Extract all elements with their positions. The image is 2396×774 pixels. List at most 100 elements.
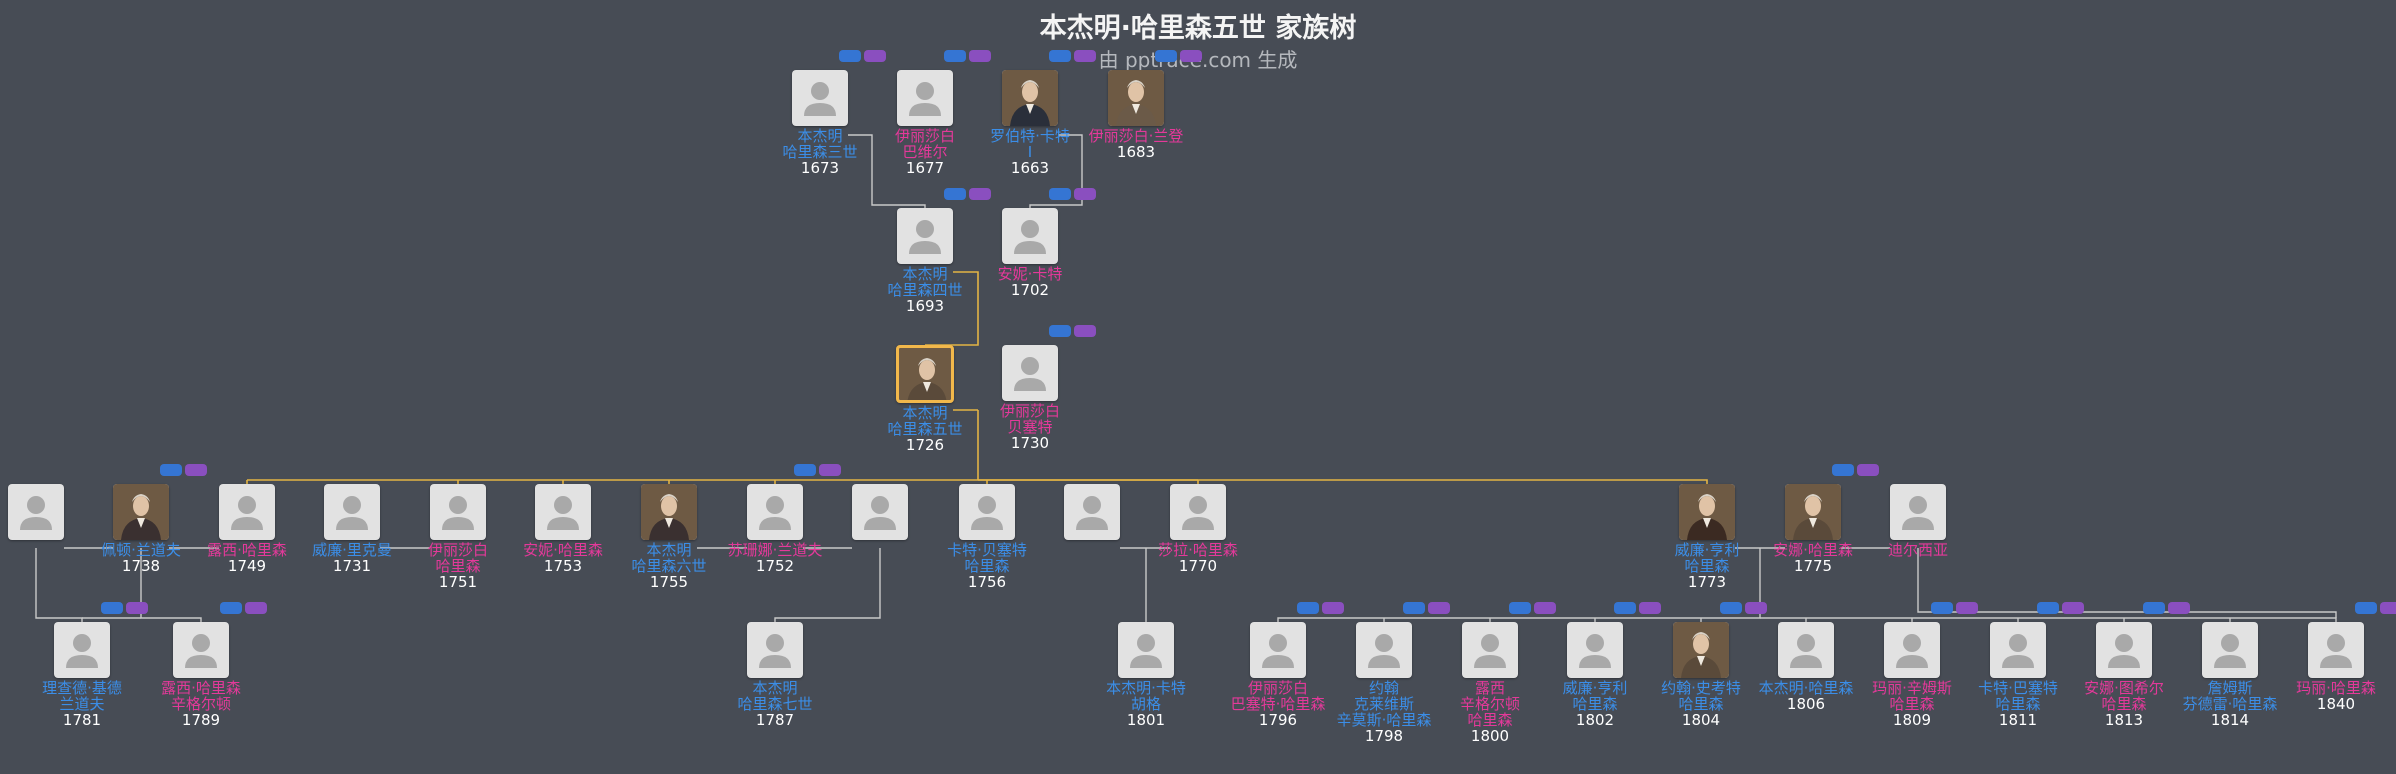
expand-spouse-button[interactable] (819, 464, 841, 476)
person-card[interactable] (0, 484, 91, 542)
person-avatar[interactable] (1778, 622, 1834, 678)
person-photo[interactable] (1002, 70, 1058, 126)
person-avatar[interactable] (1002, 208, 1058, 264)
expand-spouse-button[interactable] (1857, 464, 1879, 476)
expand-parents-button[interactable] (794, 464, 816, 476)
person-avatar[interactable] (1118, 622, 1174, 678)
expand-parents-button[interactable] (1049, 50, 1071, 62)
expand-parents-button[interactable] (944, 50, 966, 62)
person-photo[interactable] (896, 345, 954, 403)
person-avatar[interactable] (1884, 622, 1940, 678)
person-avatar[interactable] (897, 208, 953, 264)
expand-spouse-button[interactable] (1745, 602, 1767, 614)
expand-spouse-button[interactable] (1956, 602, 1978, 614)
person-photo[interactable] (641, 484, 697, 540)
person-avatar[interactable] (1356, 622, 1412, 678)
expand-spouse-button[interactable] (1074, 325, 1096, 337)
expand-spouse-button[interactable] (2062, 602, 2084, 614)
person-photo[interactable] (1679, 484, 1735, 540)
person-avatar[interactable] (1170, 484, 1226, 540)
person-avatar[interactable] (1250, 622, 1306, 678)
expand-spouse-button[interactable] (969, 188, 991, 200)
expand-parents-button[interactable] (1614, 602, 1636, 614)
expand-spouse-button[interactable] (1322, 602, 1344, 614)
expand-parents-button[interactable] (1155, 50, 1177, 62)
person-avatar[interactable] (8, 484, 64, 540)
expand-spouse-button[interactable] (185, 464, 207, 476)
expand-parents-button[interactable] (1832, 464, 1854, 476)
expand-parents-button[interactable] (944, 188, 966, 200)
person-avatar[interactable] (54, 622, 110, 678)
expand-parents-button[interactable] (1297, 602, 1319, 614)
person-avatar[interactable] (852, 484, 908, 540)
expand-spouse-button[interactable] (1639, 602, 1661, 614)
person-avatar[interactable] (173, 622, 229, 678)
person-avatar[interactable] (219, 484, 275, 540)
person-card[interactable] (1037, 484, 1147, 542)
expand-spouse-button[interactable] (1534, 602, 1556, 614)
expand-spouse-button[interactable] (2168, 602, 2190, 614)
person-avatar[interactable] (324, 484, 380, 540)
person-avatar[interactable] (1567, 622, 1623, 678)
expand-spouse-button[interactable] (1180, 50, 1202, 62)
person-avatar[interactable] (2202, 622, 2258, 678)
person-card[interactable]: 迪尔西亚 (1863, 484, 1973, 558)
person-avatar[interactable] (747, 484, 803, 540)
expand-spouse-button[interactable] (126, 602, 148, 614)
person-photo[interactable] (113, 484, 169, 540)
person-avatar[interactable] (1002, 345, 1058, 401)
person-avatar[interactable] (747, 622, 803, 678)
person-avatar[interactable] (2308, 622, 2364, 678)
expand-spouse-button[interactable] (1074, 188, 1096, 200)
person-photo[interactable] (1673, 622, 1729, 678)
expand-spouse-button[interactable] (1428, 602, 1450, 614)
person-avatar[interactable] (959, 484, 1015, 540)
person-avatar[interactable] (1064, 484, 1120, 540)
expand-parents-button[interactable] (1509, 602, 1531, 614)
expand-parents-button[interactable] (220, 602, 242, 614)
expand-spouse-button[interactable] (969, 50, 991, 62)
expand-parents-button[interactable] (2143, 602, 2165, 614)
expand-parents-button[interactable] (160, 464, 182, 476)
person-photo[interactable] (1785, 484, 1841, 540)
expand-parents-button[interactable] (101, 602, 123, 614)
person-avatar[interactable] (897, 70, 953, 126)
person-avatar[interactable] (1990, 622, 2046, 678)
expand-parents-button[interactable] (1403, 602, 1425, 614)
person-avatar[interactable] (2096, 622, 2152, 678)
person-card[interactable] (825, 484, 935, 542)
expand-parents-button[interactable] (1049, 325, 1071, 337)
expand-parents-button[interactable] (2037, 602, 2059, 614)
